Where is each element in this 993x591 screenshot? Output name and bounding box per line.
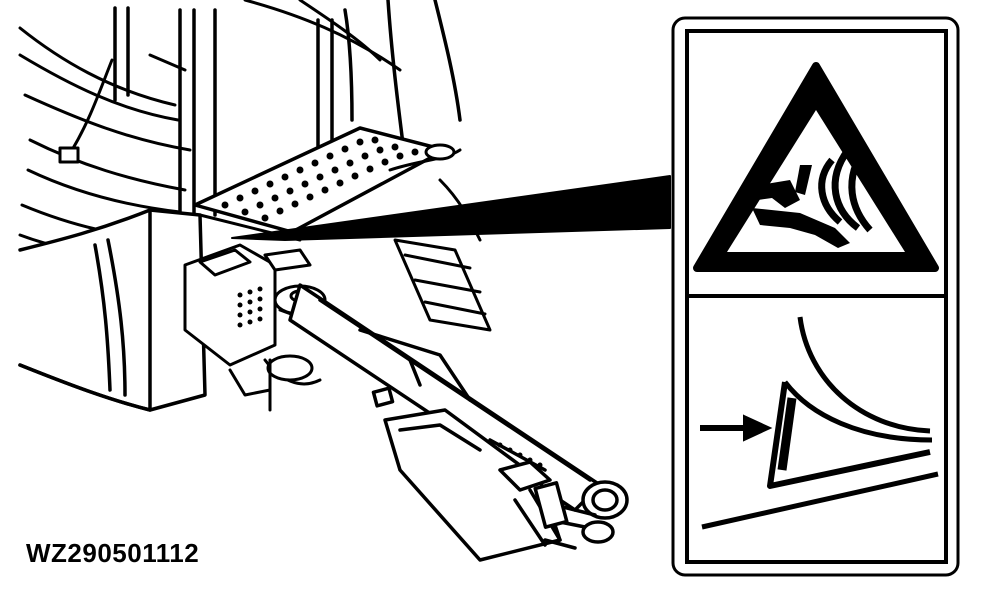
rear-housing (18, 208, 207, 412)
tractor-rear-drawing (18, 0, 671, 562)
electrical-cable (58, 53, 187, 164)
lower-support-plate (383, 408, 562, 562)
cab-frame-rails (113, 0, 462, 222)
safety-label (671, 16, 960, 577)
warning-triangle-entanglement-hazard-icon (693, 62, 939, 272)
hitch-coupling (533, 480, 629, 550)
pinch-point-arrow-diagram-icon (700, 316, 939, 530)
label-location-pointer (231, 175, 671, 241)
figure-reference-code: WZ290501112 (26, 538, 200, 568)
drawbar-arm (288, 283, 602, 512)
step-platform (193, 126, 462, 242)
